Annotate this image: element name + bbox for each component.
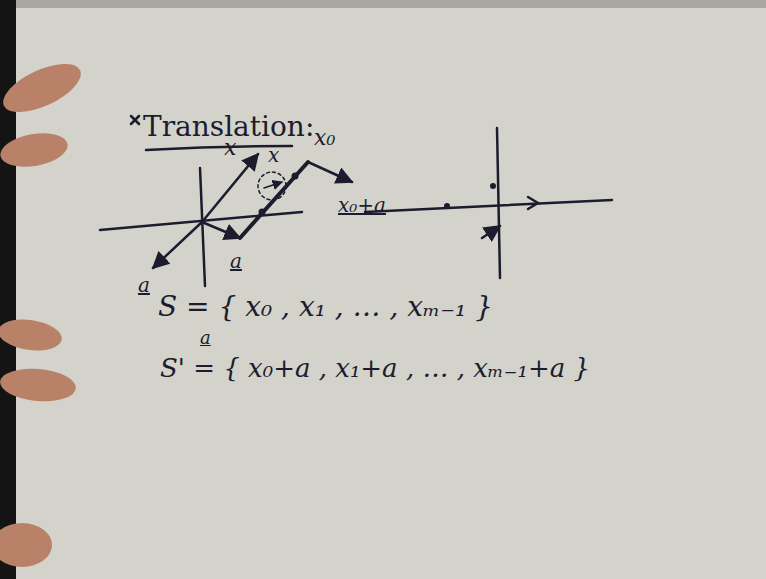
vector-x	[202, 154, 258, 222]
vector-label: x₀	[314, 126, 335, 150]
vector-label: a	[200, 328, 211, 348]
vector-minus-a	[153, 222, 202, 268]
dotted-circle	[258, 172, 286, 200]
translated-line	[240, 162, 308, 238]
y-axis	[200, 168, 205, 286]
vector-x0	[308, 162, 352, 182]
vector-label: x₀+a	[338, 194, 386, 216]
top-edge	[0, 0, 766, 8]
vector-label: a	[138, 274, 150, 296]
set-expression: S = { x₀ , x₁ , … , xₘ₋₁ }	[158, 292, 493, 323]
small-arrow	[264, 182, 282, 188]
vector-label: x	[224, 136, 236, 160]
points	[259, 173, 497, 216]
x-axis-right	[365, 200, 612, 212]
vector-label: a	[230, 250, 242, 272]
small-arrow-right	[482, 226, 500, 238]
y-axis-right	[497, 128, 500, 278]
hand	[0, 54, 88, 567]
x-axis	[100, 212, 302, 230]
bullet-mark	[131, 116, 139, 124]
set-expression: S' = { x₀+a , x₁+a , … , xₘ₋₁+a }	[160, 354, 590, 383]
point-label: x	[268, 144, 279, 166]
vector-a	[202, 222, 240, 238]
axis-arrow	[528, 197, 538, 209]
